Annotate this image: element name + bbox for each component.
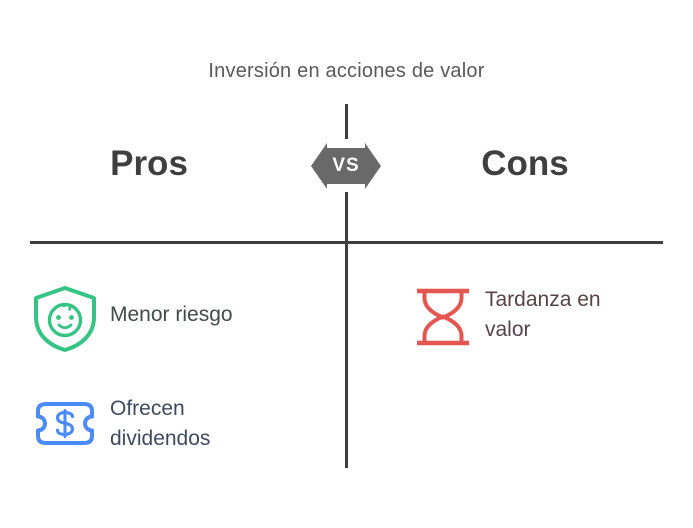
center-vertical-divider-top <box>345 104 348 139</box>
pros-item-label: Menor riesgo <box>110 303 233 326</box>
infographic-title: Inversión en acciones de valor <box>208 60 485 82</box>
hourglass-icon <box>417 288 469 346</box>
shield-baby-face-icon <box>34 286 96 352</box>
horizontal-divider <box>30 241 663 244</box>
center-vertical-divider-bottom <box>345 192 348 468</box>
pros-header: Pros <box>110 144 188 183</box>
cons-header: Cons <box>481 144 569 183</box>
banknote-dollar-icon <box>36 402 94 445</box>
vs-badge-shape <box>311 143 381 189</box>
vs-badge-label: VS <box>332 155 360 176</box>
pros-item-label: Ofrecen dividendos <box>110 397 211 450</box>
cons-item-label: Tardanza en valor <box>485 288 601 341</box>
